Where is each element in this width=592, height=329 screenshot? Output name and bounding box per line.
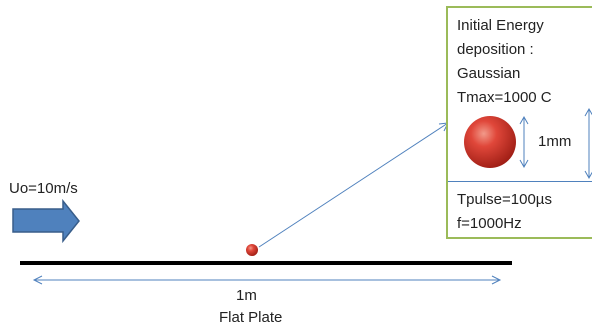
pulse-frequency-label: f=1000Hz <box>457 215 522 232</box>
dot-size-arrow <box>519 115 529 169</box>
deposition-line-3: Gaussian <box>457 65 521 82</box>
box-height-arrow <box>584 107 592 180</box>
zoom-connector-arrow <box>258 122 449 248</box>
velocity-label: Uo=10m/s <box>9 180 78 197</box>
energy-deposition-dot <box>246 244 258 256</box>
plate-length-dimension <box>32 275 502 285</box>
energy-deposition-box: Initial Energy deposition : Gaussian Tma… <box>446 6 592 239</box>
plate-name-label: Flat Plate <box>219 309 283 326</box>
dot-size-label: 1mm <box>538 133 572 150</box>
zoomed-energy-dot <box>464 116 516 168</box>
deposition-line-1: Initial Energy <box>457 17 544 34</box>
plate-length-label: 1m <box>236 287 257 304</box>
deposition-line-4: Tmax=1000 C <box>457 89 552 106</box>
deposition-line-2: deposition : <box>457 41 534 58</box>
box-divider <box>448 181 592 182</box>
flow-arrow-icon <box>12 198 80 244</box>
pulse-duration-label: Tpulse=100µs <box>457 191 552 208</box>
